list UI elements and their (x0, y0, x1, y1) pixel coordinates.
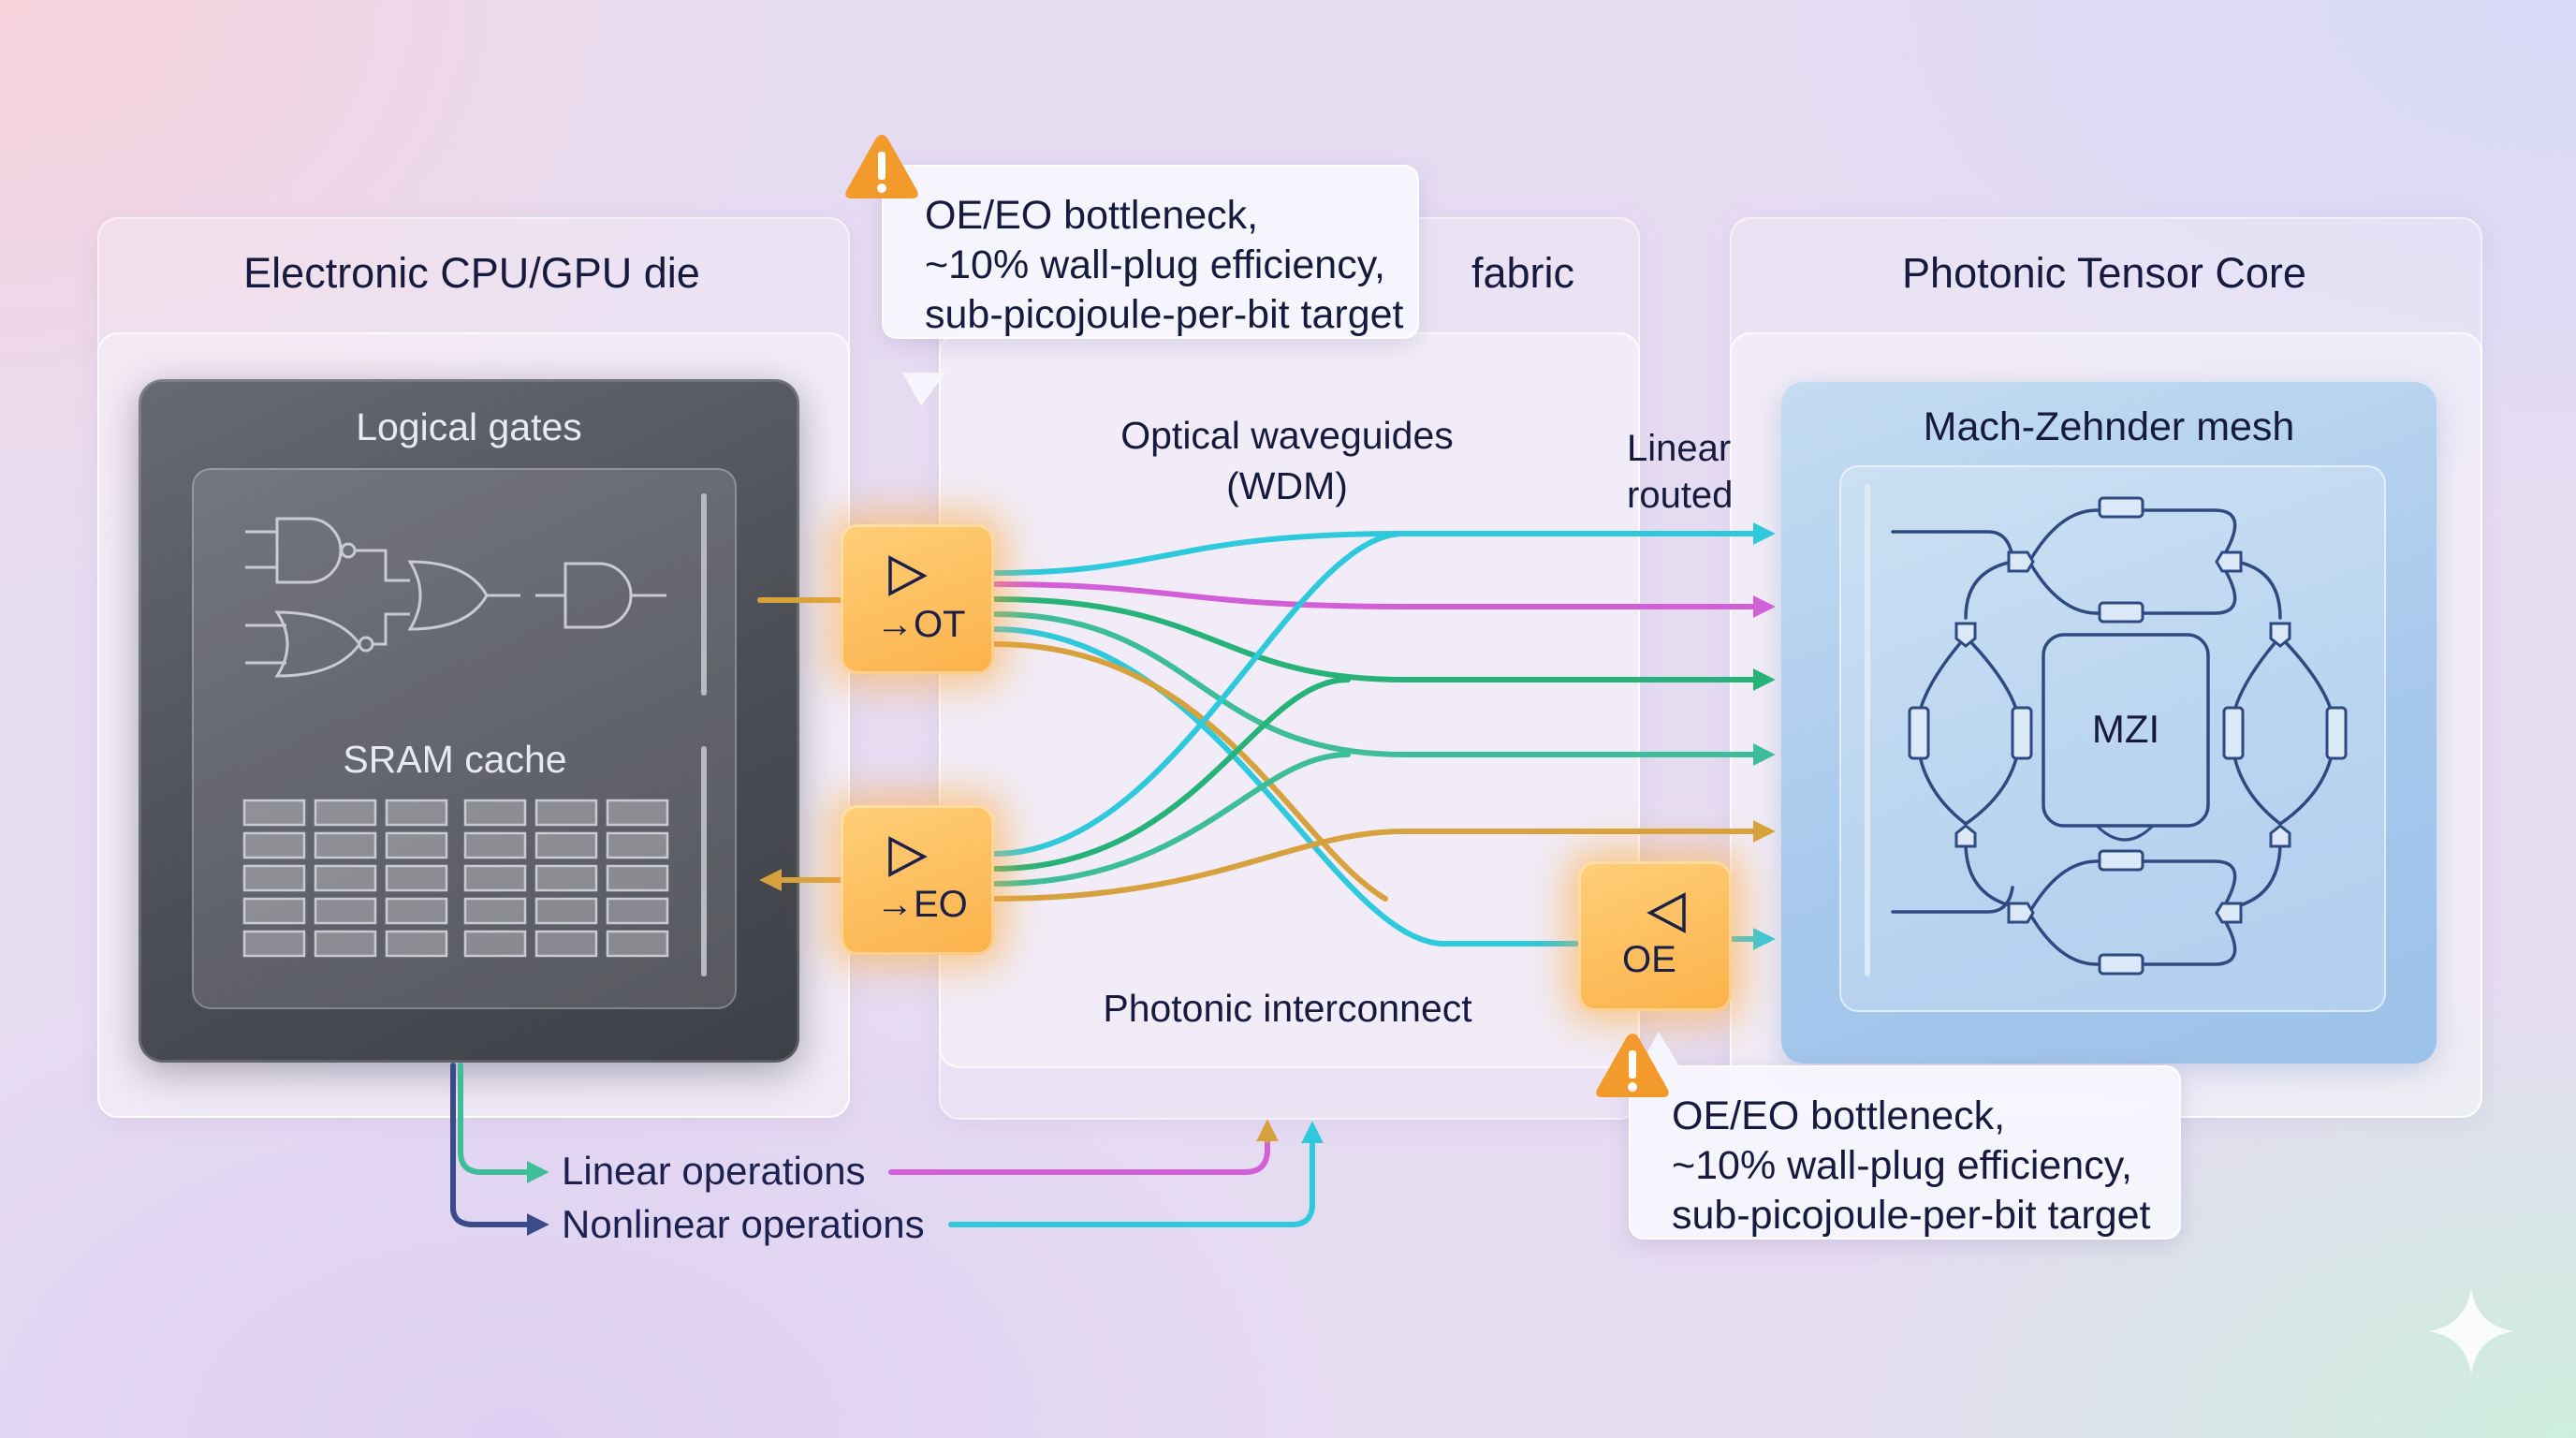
linear-routed-label: Linear routed (1627, 425, 1733, 519)
linear-routed-line1: Linear (1627, 428, 1732, 469)
waveguides-label-line2: (WDM) (1226, 464, 1348, 507)
interconnect-panel-title: fabric (1471, 249, 1575, 297)
waveguides-label-line1: Optical waveguides (1120, 414, 1454, 457)
nonlinear-operations-label: Nonlinear operations (562, 1202, 925, 1246)
sparkle-icon (2428, 1288, 2514, 1374)
cpu-die-card (139, 379, 799, 1063)
warning-triangle-icon[interactable] (842, 131, 921, 202)
photonic-panel-title: Photonic Tensor Core (1902, 249, 2306, 297)
eo-converter-label: →EO (876, 884, 968, 925)
callout-top-line1: OE/EO bottleneck, (925, 193, 1259, 238)
callout-top-line3: sub-picojoule-per-bit target (925, 292, 1404, 337)
bottleneck-callout-bottom: OE/EO bottleneck, ~10% wall-plug efficie… (1629, 1065, 2181, 1240)
oe-converter (1578, 861, 1732, 1011)
photonic-interconnect-label: Photonic interconnect (1103, 987, 1472, 1030)
bottleneck-callout-top: OE/EO bottleneck, ~10% wall-plug efficie… (882, 165, 1419, 339)
waveguides-label: Optical waveguides (WDM) (1067, 410, 1507, 511)
mach-zehnder-mesh-label: Mach-Zehnder mesh (1923, 404, 2295, 449)
ot-converter (841, 524, 994, 674)
callout-top-pointer (902, 373, 945, 406)
sram-cache-label: SRAM cache (343, 738, 567, 781)
play-icon (888, 555, 928, 596)
electronic-panel-title: Electronic CPU/GPU die (243, 249, 700, 297)
play-icon (888, 836, 928, 877)
callout-top-line2: ~10% wall-plug efficiency, (925, 242, 1385, 287)
callout-bottom-line1: OE/EO bottleneck, (1672, 1093, 2006, 1138)
oe-converter-label: OE (1622, 939, 1676, 980)
ot-converter-label: →OT (876, 604, 966, 645)
callout-bottom-line2: ~10% wall-plug efficiency, (1672, 1143, 2132, 1188)
eo-converter (841, 805, 994, 955)
warning-triangle-icon[interactable] (1593, 1030, 1672, 1101)
logic-gates-label: Logical gates (356, 405, 582, 448)
linear-operations-label: Linear operations (562, 1149, 866, 1193)
mzi-mesh-inner (1839, 465, 2386, 1012)
reverse-play-icon (1647, 892, 1686, 933)
mzi-label: MZI (2091, 707, 2160, 751)
linear-routed-line2: routed (1627, 475, 1734, 516)
callout-bottom-line3: sub-picojoule-per-bit target (1672, 1193, 2151, 1238)
